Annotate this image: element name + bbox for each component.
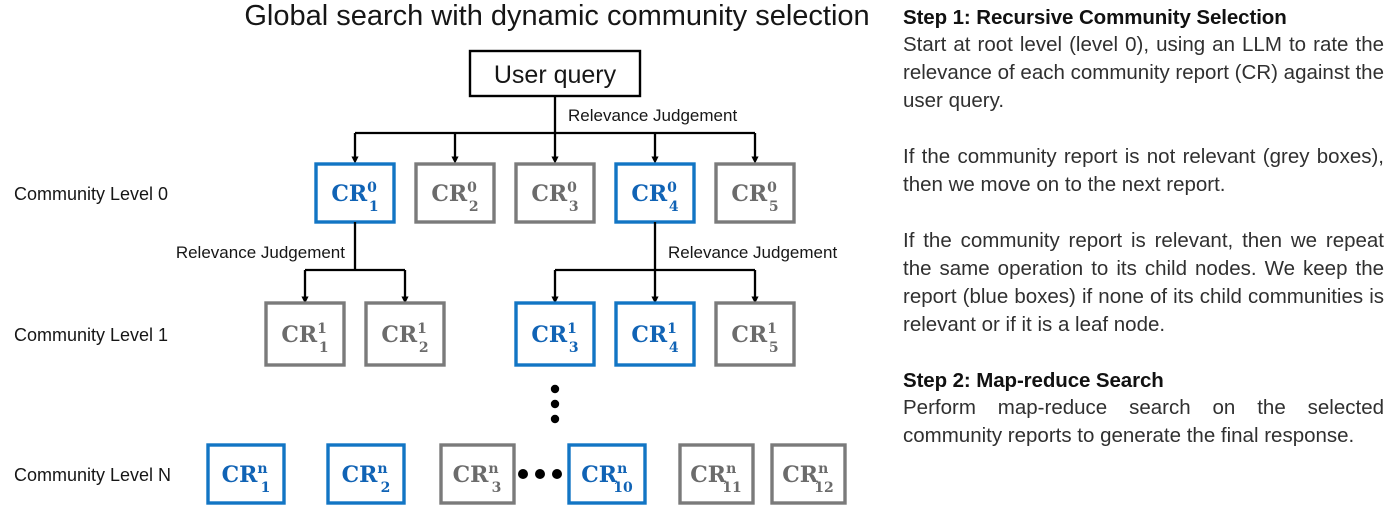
paragraph-spacer (903, 115, 1384, 143)
user-query-label: User query (494, 61, 617, 89)
community-selection-tree: Global search with dynamic community sel… (14, 0, 870, 505)
horizontal-ellipsis-icon (518, 469, 562, 479)
figure-title: Global search with dynamic community sel… (244, 0, 869, 32)
step2-paragraph-1: Perform map-reduce search on the selecte… (903, 396, 1384, 447)
explanation-panel: Step 1: Recursive Community Selection St… (893, 0, 1400, 517)
step1-paragraph-2: If the community report is not relevant … (903, 145, 1384, 196)
diagram-panel: Global search with dynamic community sel… (14, 0, 870, 505)
step2-heading: Step 2: Map-reduce Search (903, 369, 1164, 392)
step1-paragraph-1: Start at root level (level 0), using an … (903, 33, 1384, 112)
step1-paragraph-3: If the community report is relevant, the… (903, 229, 1384, 336)
edge-label-root: Relevance Judgement (568, 106, 737, 125)
vertical-ellipsis-icon (550, 384, 560, 424)
level-label-n: Community Level N (14, 465, 171, 485)
step1-heading: Step 1: Recursive Community Selection (903, 6, 1287, 29)
user-query-box[interactable] (468, 49, 642, 98)
edge-label-right-branch: Relevance Judgement (668, 243, 837, 262)
step-spacer (903, 339, 1384, 367)
level-label-0: Community Level 0 (14, 184, 168, 204)
edge-label-left-branch: Relevance Judgement (176, 243, 345, 262)
level-label-1: Community Level 1 (14, 325, 168, 345)
paragraph-spacer (903, 199, 1384, 227)
